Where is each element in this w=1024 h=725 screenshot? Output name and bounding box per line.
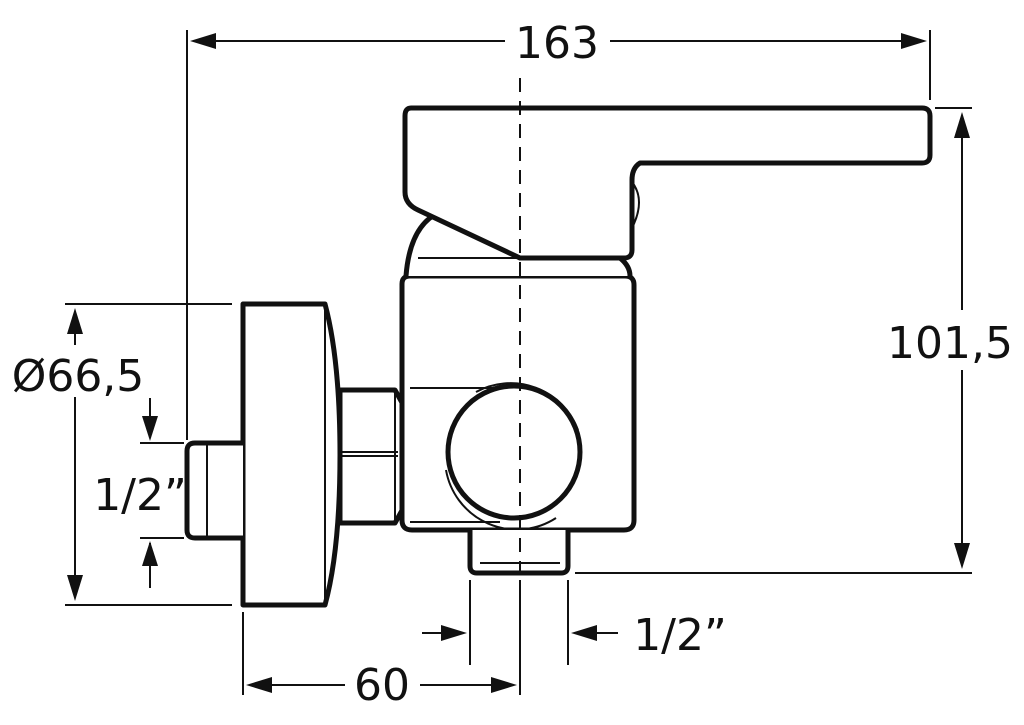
dimension-inlet-thread: 1/2” — [93, 398, 187, 588]
dimension-overall-width: 163 — [186, 18, 931, 440]
diverter-knob — [445, 382, 583, 531]
dimension-outlet-thread: 1/2” — [422, 580, 727, 665]
dimension-flange-diameter: Ø66,5 — [12, 303, 232, 606]
faucet-outline — [184, 105, 933, 608]
wall-flange — [240, 301, 343, 608]
label-flange-diameter: Ø66,5 — [12, 351, 145, 402]
mixer-lever — [402, 105, 933, 261]
inlet-thread-stub — [184, 440, 243, 541]
hex-connector-nut — [337, 387, 408, 526]
label-inlet-thread: 1/2” — [93, 470, 187, 521]
label-overall-width: 163 — [515, 18, 599, 69]
label-height: 101,5 — [887, 318, 1013, 369]
label-wall-to-axis: 60 — [354, 660, 410, 711]
dimension-height: 101,5 — [575, 107, 1013, 574]
dimension-wall-to-axis: 60 — [242, 580, 521, 711]
label-outlet-thread: 1/2” — [633, 610, 727, 661]
